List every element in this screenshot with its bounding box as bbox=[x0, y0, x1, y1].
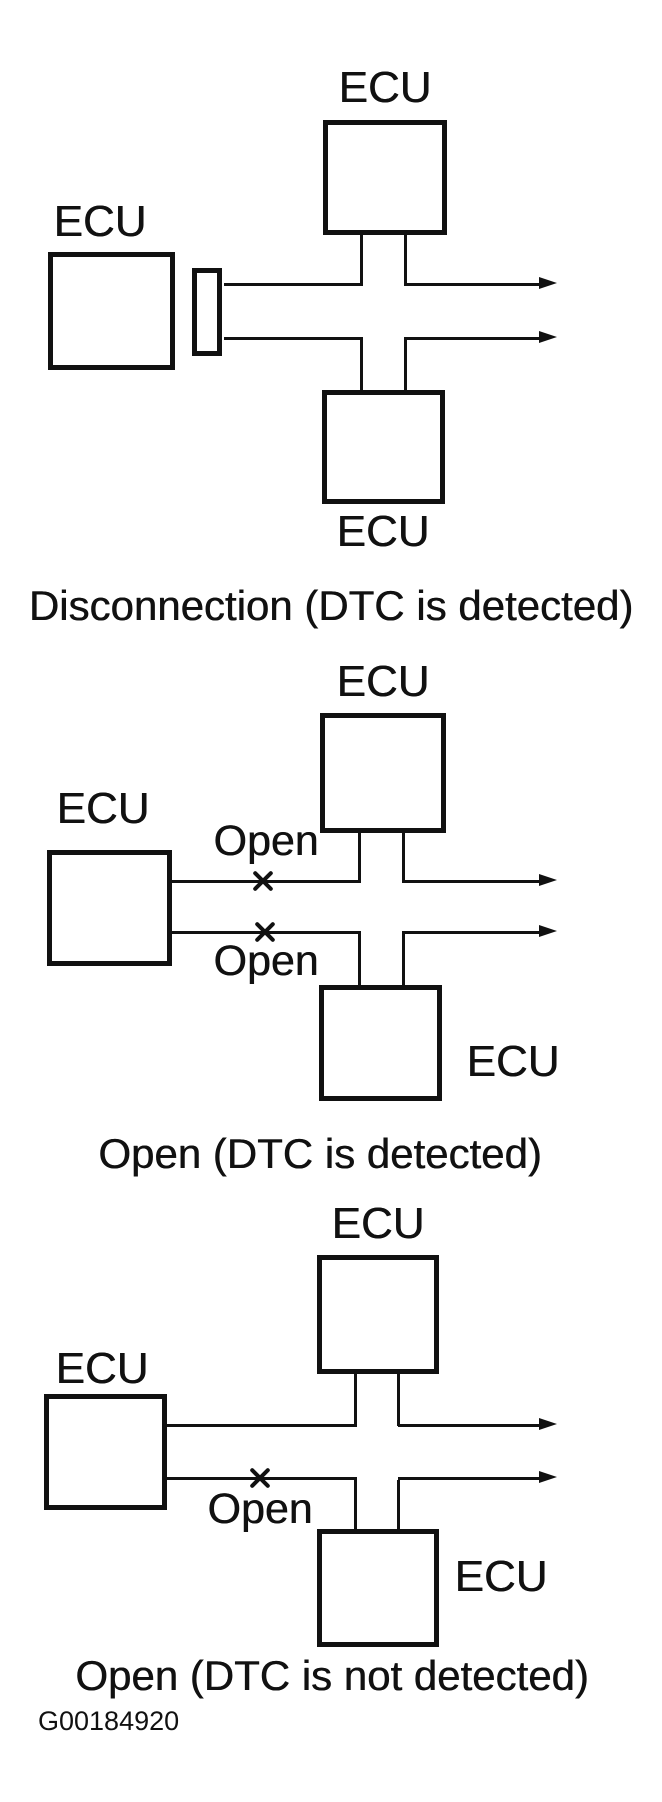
bottom-ecu-stub-wire bbox=[397, 1480, 400, 1531]
lower-bus-line-right-segment bbox=[404, 337, 541, 340]
top-ecu-stub-wire bbox=[358, 831, 361, 882]
upper-bus-line-right-segment bbox=[398, 1424, 541, 1427]
left-ecu-box bbox=[48, 252, 175, 370]
bottom-ecu-stub-wire bbox=[354, 1480, 357, 1531]
top-ecu-box bbox=[317, 1255, 439, 1374]
top-ecu-box bbox=[323, 120, 447, 235]
figure-id: G00184920 bbox=[38, 1706, 180, 1736]
diagram-caption: Open (DTC is not detected) bbox=[75, 1652, 589, 1699]
bottom-ecu-box bbox=[317, 1529, 439, 1647]
open-break-label: Open bbox=[213, 817, 319, 865]
open-break-label: Open bbox=[213, 937, 319, 985]
arrow-right-icon bbox=[539, 925, 557, 937]
top-ecu-stub-wire bbox=[354, 1372, 357, 1426]
arrow-right-icon bbox=[539, 331, 557, 343]
bottom-ecu-stub-wire bbox=[358, 934, 361, 987]
lower-bus-line-right-segment bbox=[398, 1477, 541, 1480]
arrow-right-icon bbox=[539, 1418, 557, 1430]
upper-bus-line-left-segment bbox=[165, 1424, 357, 1427]
bottom-ecu-label: ECU bbox=[454, 1552, 548, 1601]
bottom-ecu-label: ECU bbox=[336, 507, 430, 556]
top-ecu-stub-wire bbox=[397, 1372, 400, 1426]
top-ecu-label: ECU bbox=[338, 63, 432, 112]
left-ecu-label: ECU bbox=[56, 784, 150, 833]
top-ecu-stub-wire bbox=[402, 831, 405, 882]
top-ecu-label: ECU bbox=[331, 1199, 425, 1248]
upper-bus-line-left-segment bbox=[224, 283, 363, 286]
disconnected-connector-block bbox=[192, 268, 222, 356]
open-break-label: Open bbox=[207, 1485, 313, 1533]
bottom-ecu-box bbox=[322, 390, 445, 504]
top-ecu-stub-wire bbox=[360, 233, 363, 285]
arrow-right-icon bbox=[539, 277, 557, 289]
left-ecu-box bbox=[44, 1394, 167, 1510]
bottom-ecu-label: ECU bbox=[466, 1037, 560, 1086]
lower-bus-line-right-segment bbox=[402, 931, 541, 934]
top-ecu-stub-wire bbox=[404, 233, 407, 285]
left-ecu-box bbox=[47, 850, 172, 966]
left-ecu-label: ECU bbox=[53, 197, 147, 246]
lower-bus-line-left-segment bbox=[224, 337, 363, 340]
bottom-ecu-stub-wire bbox=[402, 934, 405, 987]
left-ecu-label: ECU bbox=[55, 1344, 149, 1393]
bottom-ecu-box bbox=[319, 985, 442, 1101]
diagram-caption: Open (DTC is detected) bbox=[98, 1130, 542, 1177]
top-ecu-box bbox=[320, 713, 446, 833]
bottom-ecu-stub-wire bbox=[404, 340, 407, 392]
upper-bus-line-right-segment bbox=[402, 880, 541, 883]
bottom-ecu-stub-wire bbox=[360, 340, 363, 392]
top-ecu-label: ECU bbox=[336, 657, 430, 706]
arrow-right-icon bbox=[539, 874, 557, 886]
diagram-caption: Disconnection (DTC is detected) bbox=[28, 582, 634, 629]
arrow-right-icon bbox=[539, 1471, 557, 1483]
upper-bus-line-right-segment bbox=[404, 283, 541, 286]
